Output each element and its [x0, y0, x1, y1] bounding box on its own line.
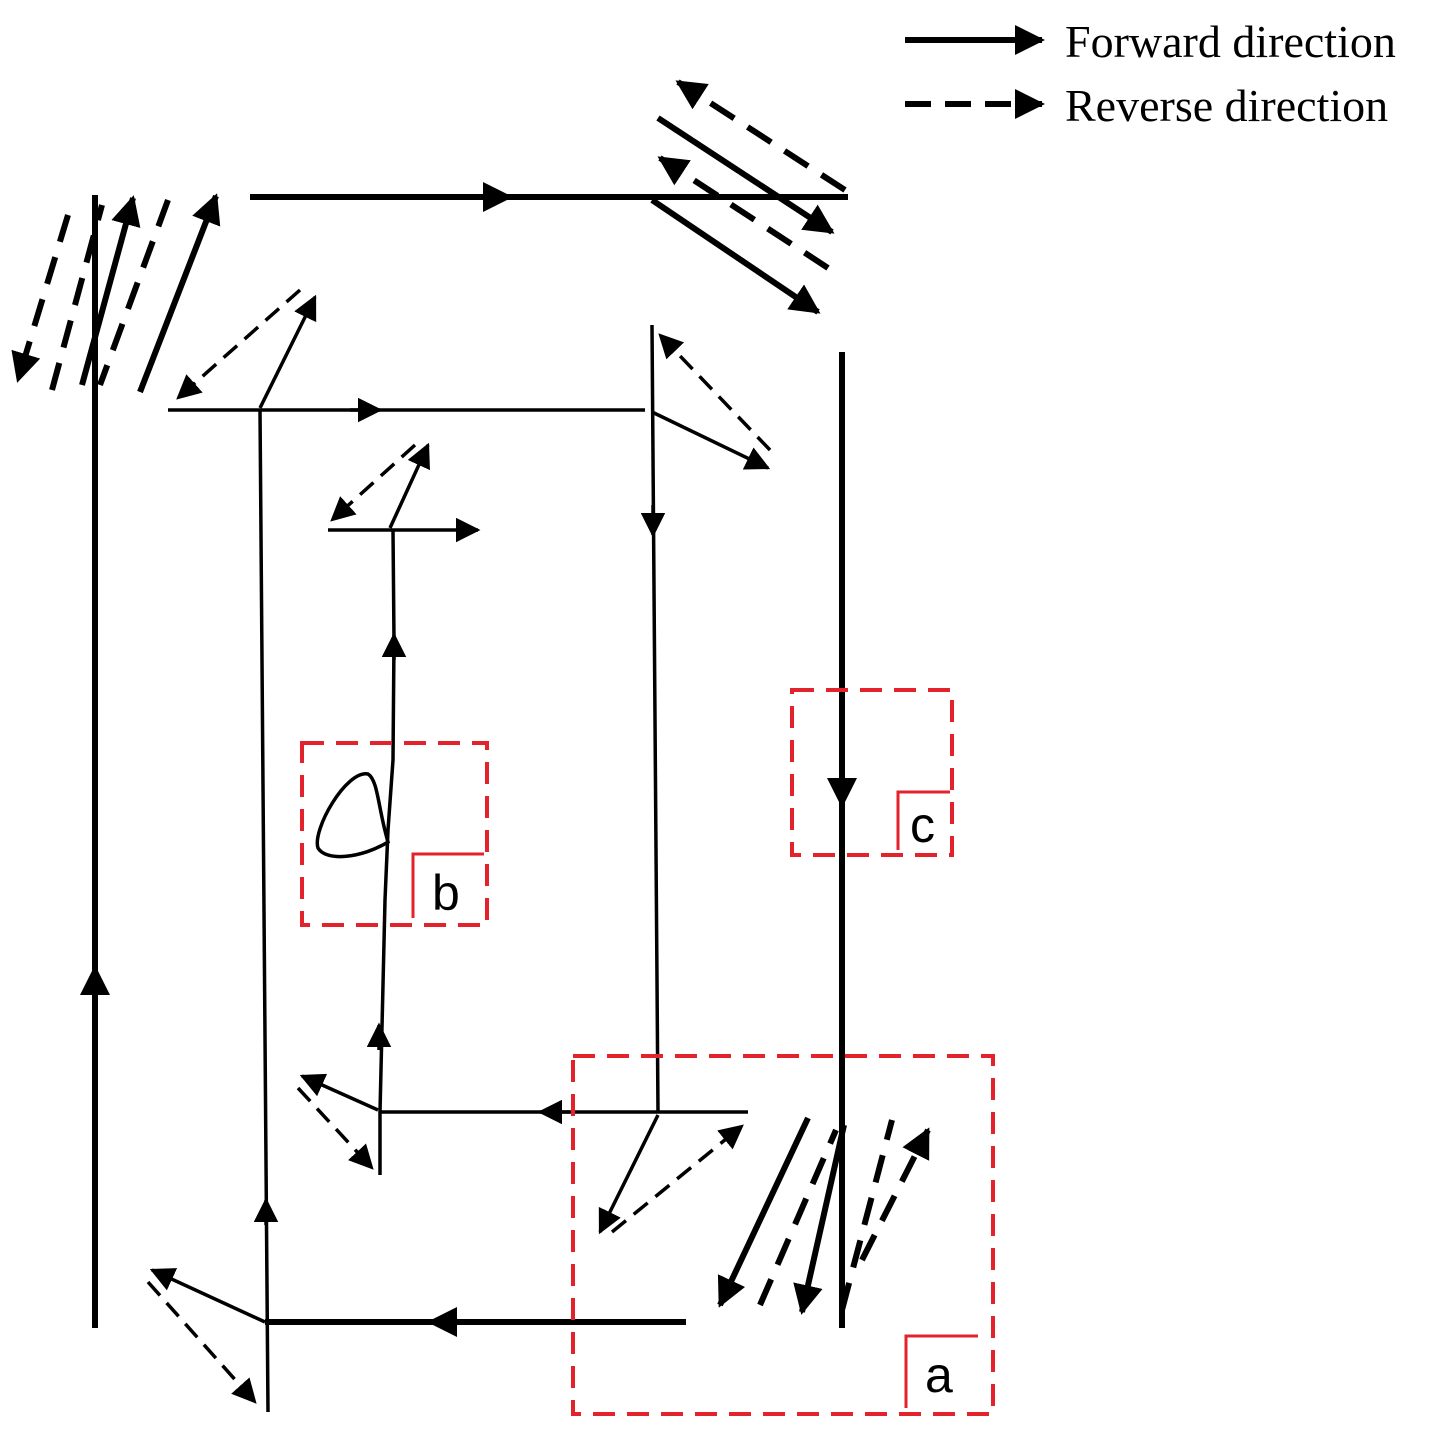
legend-forward-label: Forward direction [1065, 16, 1396, 67]
inner-loop [168, 324, 748, 1413]
highlight-box-c [790, 688, 954, 857]
highlight-box-a [571, 1054, 995, 1416]
bottom-right-mirror-arrows [717, 1116, 931, 1315]
inner-top-right-splitter [651, 333, 772, 470]
box-label-a: a [925, 1347, 953, 1403]
inner-bottom-right-splitter [598, 1114, 744, 1235]
legend-reverse-label: Reverse direction [1065, 80, 1388, 131]
label-c-group: c [896, 790, 950, 853]
outer-loop [80, 182, 857, 1337]
inner-bottom-left-splitter [296, 1073, 379, 1170]
label-a-group: a [904, 1334, 978, 1408]
label-b-group: b [411, 852, 484, 921]
box-label-c: c [910, 797, 935, 853]
outer-bottom-left-splitter [146, 1268, 266, 1404]
legend: Forward direction Reverse direction [905, 16, 1396, 131]
inner-top-left-splitter [176, 288, 317, 409]
highlight-box-b [300, 741, 489, 927]
top-right-mirror-arrows [650, 79, 847, 315]
sample-branch [315, 442, 481, 1175]
droplet-sample [315, 772, 391, 859]
box-label-b: b [432, 865, 460, 921]
top-left-mirror-arrows [11, 193, 221, 394]
